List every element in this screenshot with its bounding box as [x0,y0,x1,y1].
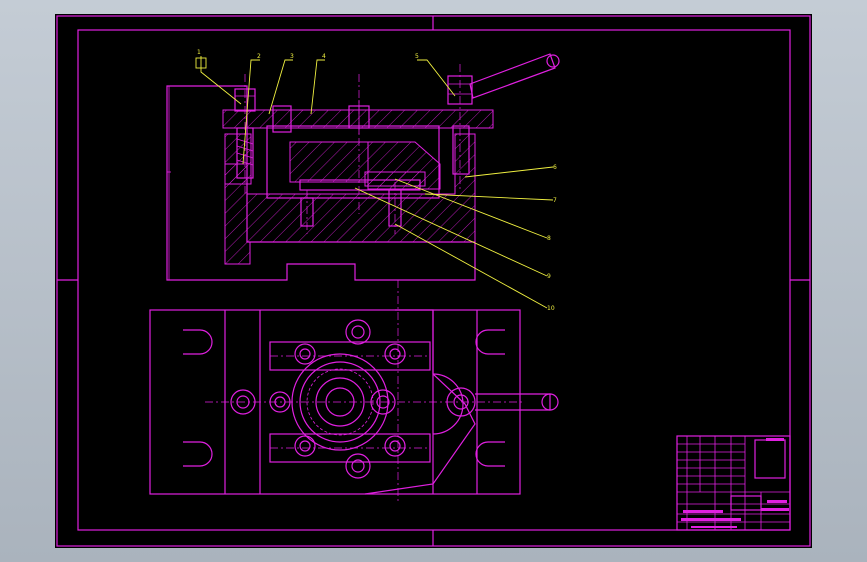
sheet-frame [56,15,811,547]
part-label-7: 7 [553,197,557,204]
bolt-holes [230,319,476,479]
title-block [676,435,791,531]
part-label-5: 5 [415,53,419,60]
part-label-2: 2 [257,53,261,60]
top-plan-view [149,280,559,504]
part-label-8: 8 [547,235,551,242]
part-leaders: 1 2 3 4 5 6 7 8 9 10 [195,49,557,312]
front-section-view [166,53,560,281]
part-label-3: 3 [290,53,294,60]
part-label-6: 6 [553,164,557,171]
drawing-sheet: 1 2 3 4 5 6 7 8 9 10 [55,14,812,548]
part-label-10: 10 [547,305,555,312]
cad-drawing: 1 2 3 4 5 6 7 8 9 10 [56,15,811,547]
part-label-1: 1 [197,49,201,56]
part-label-9: 9 [547,273,551,280]
part-label-4: 4 [322,53,326,60]
